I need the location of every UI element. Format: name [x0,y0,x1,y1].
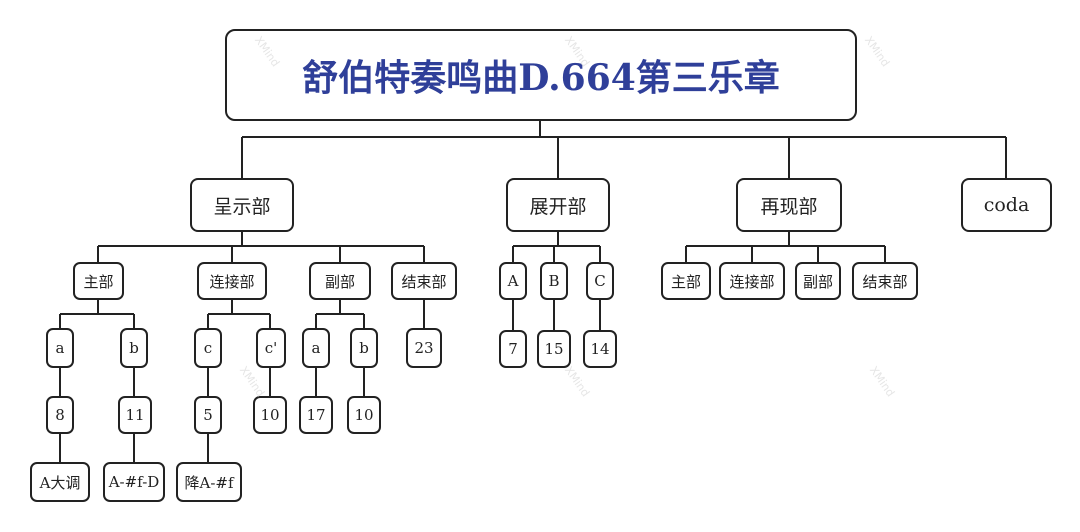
expo-main-a-key: A大调 [30,462,90,502]
expo-sec-a-bars: 17 [299,396,333,434]
dev-c: C [586,262,614,300]
expo-main-b: b [120,328,148,368]
dev-b: B [540,262,568,300]
recap-main-theme: 主部 [661,262,711,300]
expo-sec-a: a [302,328,330,368]
dev-c-bars: 14 [583,330,617,368]
expo-trans-c-prime: c' [256,328,286,368]
expo-secondary-theme: 副部 [309,262,371,300]
expo-trans-c-key: 降A-#f [176,462,242,502]
expo-transition: 连接部 [197,262,267,300]
expo-main-a: a [46,328,74,368]
expo-main-b-key: A-#f-D [103,462,165,502]
expo-closing: 结束部 [391,262,457,300]
expo-closing-bars: 23 [406,328,442,368]
expo-main-theme: 主部 [73,262,124,300]
section-coda: coda [961,178,1052,232]
expo-sec-b-bars: 10 [347,396,381,434]
section-recapitulation: 再现部 [736,178,842,232]
dev-b-bars: 15 [537,330,571,368]
title-box: 舒伯特奏鸣曲D.664第三乐章 [225,29,857,121]
dev-a-bars: 7 [499,330,527,368]
expo-trans-c-prime-bars: 10 [253,396,287,434]
dev-a: A [499,262,527,300]
expo-main-a-bars: 8 [46,396,74,434]
section-exposition: 呈示部 [190,178,294,232]
recap-transition: 连接部 [719,262,785,300]
section-development: 展开部 [506,178,610,232]
recap-closing: 结束部 [852,262,918,300]
expo-main-b-bars: 11 [118,396,152,434]
expo-trans-c: c [194,328,222,368]
expo-trans-c-bars: 5 [194,396,222,434]
recap-secondary-theme: 副部 [795,262,841,300]
expo-sec-b: b [350,328,378,368]
